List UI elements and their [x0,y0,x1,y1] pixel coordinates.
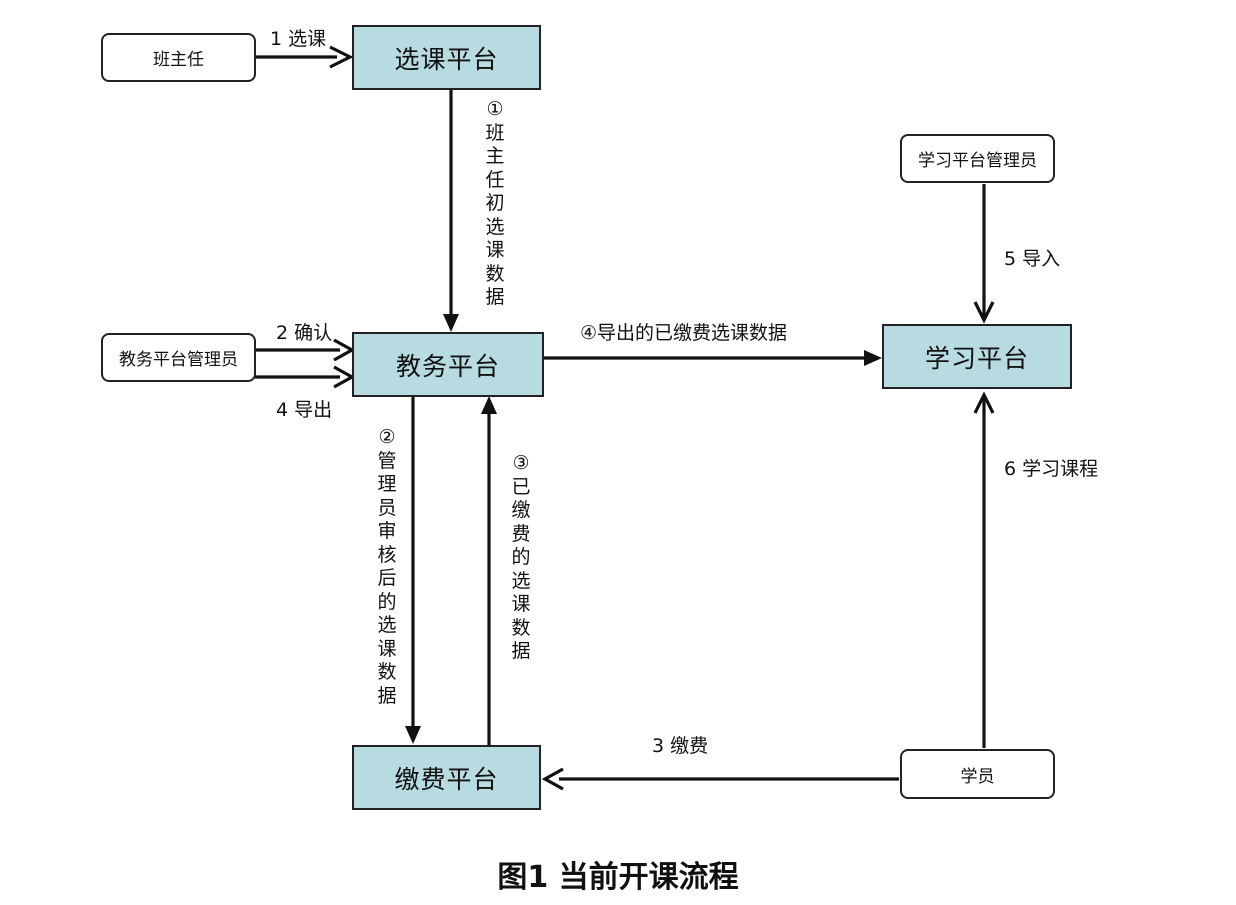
arrowhead-initial-selection [443,314,459,332]
arrowhead-pay [541,767,564,791]
platform-learning: 学习平台 [882,324,1072,389]
label-import: 5 导入 [1004,248,1061,270]
label-learn-course: 6 学习课程 [1004,458,1099,480]
label-export: 4 导出 [276,399,333,421]
platform-course-selection: 选课平台 [352,25,541,90]
label-confirm: 2 确认 [276,322,333,344]
arrowhead-exported-paid [864,350,882,366]
label-pay: 3 缴费 [652,735,709,757]
label-reviewed-selection: ②管理员审核后的选课数据 [377,426,397,707]
label-exported-paid: ④导出的已缴费选课数据 [580,322,788,344]
arrowhead-reviewed-selection [405,726,421,744]
label-select-course: 1 选课 [270,28,327,50]
label-paid-selection: ③已缴费的选课数据 [511,452,531,662]
platform-academic-affairs: 教务平台 [352,332,544,397]
actor-head-teacher: 班主任 [101,33,256,82]
platform-payment: 缴费平台 [352,745,541,810]
arrowhead-import [973,301,995,324]
actor-learning-admin: 学习平台管理员 [900,134,1055,183]
arrowhead-select-course [329,45,354,69]
arrowhead-paid-selection [481,396,497,414]
label-initial-selection: ①班主任初选课数据 [485,98,505,308]
arrowhead-learn-course [973,391,995,414]
actor-academic-admin: 教务平台管理员 [101,333,256,382]
actor-student: 学员 [900,749,1055,799]
figure-caption: 图1 当前开课流程 [497,860,739,895]
